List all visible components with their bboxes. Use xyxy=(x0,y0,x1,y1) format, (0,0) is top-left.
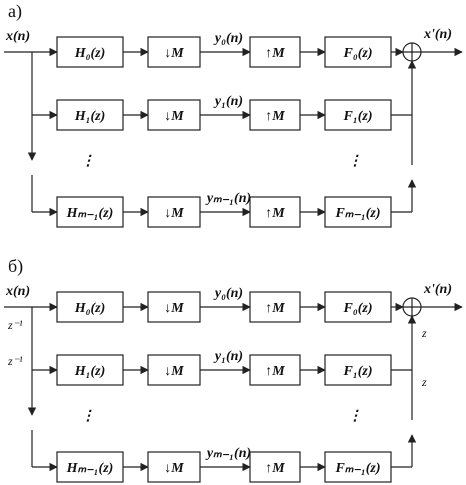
upsampler-block-label: ↑M xyxy=(265,301,285,316)
upsampler-block: ↑M xyxy=(249,196,301,228)
analysis-filter-block-label: H₀(z) xyxy=(74,301,106,316)
downsampler-block: ↓M xyxy=(147,196,201,228)
upsampler-block: ↑M xyxy=(249,99,301,131)
upsampler-block-frame xyxy=(249,99,301,131)
upsampler-block: ↑M xyxy=(249,291,301,323)
summing-junction xyxy=(402,42,422,62)
downsampler-block: ↓M xyxy=(147,451,201,483)
section-label: б) xyxy=(8,256,23,277)
delay-label-left: z⁻¹ xyxy=(7,354,23,368)
upsampler-block-label: ↑M xyxy=(265,206,285,221)
analysis-filter-block-frame xyxy=(56,196,124,228)
analysis-filter-block-label: H₀(z) xyxy=(74,46,106,61)
delay-label-right: z xyxy=(421,326,427,340)
subband-signal-label: yₘ₋₁(n) xyxy=(205,191,251,206)
ellipsis-synthesis: ⋮ xyxy=(348,154,362,169)
branch-1: H₁(z) ↓M y₁(n) ↑M F₁(z) xyxy=(32,349,412,386)
input-label: x(n) xyxy=(5,29,30,44)
section-label: а) xyxy=(8,1,22,22)
downsampler-block-frame xyxy=(147,99,201,131)
analysis-filter-block: H₀(z) xyxy=(56,36,124,68)
analysis-filter-block-label: H₁(z) xyxy=(74,364,106,379)
synthesis-filter-block-frame xyxy=(324,196,392,228)
section-a: а) x(n) ⋮ ⋮ H₀(z) ↓M y₀(n) ↑M F₀(z) H₁(z) ↓M y₁(n) ↑… xyxy=(4,1,463,228)
synthesis-filter-block: F₁(z) xyxy=(324,354,392,386)
downsampler-block-label: ↓M xyxy=(164,364,184,379)
synthesis-filter-block: Fₘ₋₁(z) xyxy=(324,451,392,483)
synthesis-filter-block-label: Fₘ₋₁(z) xyxy=(334,206,380,221)
downsampler-block-frame xyxy=(147,36,201,68)
downsampler-block-label: ↓M xyxy=(164,206,184,221)
subband-signal-label: y₀(n) xyxy=(213,31,243,46)
synthesis-filter-block: F₀(z) xyxy=(324,291,392,323)
synthesis-filter-block: Fₘ₋₁(z) xyxy=(324,196,392,228)
output-label: x'(n) xyxy=(423,282,452,297)
branch-2: Hₘ₋₁(z) ↓M yₘ₋₁(n) ↑M Fₘ₋₁(z) xyxy=(32,191,412,228)
branch-0: H₀(z) ↓M y₀(n) ↑M F₀(z) xyxy=(56,286,404,323)
synthesis-filter-block-frame xyxy=(324,36,392,68)
upsampler-block-label: ↑M xyxy=(265,364,285,379)
upsampler-block: ↑M xyxy=(249,354,301,386)
synthesis-filter-block-label: Fₘ₋₁(z) xyxy=(334,461,380,476)
synthesis-filter-block-label: F₀(z) xyxy=(343,46,373,61)
subband-signal-label: y₀(n) xyxy=(213,286,243,301)
upsampler-block-frame xyxy=(249,291,301,323)
synthesis-filter-block: F₀(z) xyxy=(324,36,392,68)
section-b: б) x(n) ⋮ ⋮ H₀(z) ↓M y₀(n) ↑M F₀(z) H₁(z) ↓M y₁(n) ↑… xyxy=(4,256,463,483)
downsampler-block: ↓M xyxy=(147,291,201,323)
input-label: x(n) xyxy=(5,284,30,299)
upsampler-block: ↑M xyxy=(249,36,301,68)
subband-signal-label: y₁(n) xyxy=(213,94,243,109)
upsampler-block-frame xyxy=(249,354,301,386)
analysis-filter-block: Hₘ₋₁(z) xyxy=(56,451,124,483)
synthesis-filter-block-frame xyxy=(324,354,392,386)
output-label: x'(n) xyxy=(423,27,452,42)
upsampler-block-label: ↑M xyxy=(265,109,285,124)
ellipsis-synthesis: ⋮ xyxy=(348,409,362,424)
upsampler-block-label: ↑M xyxy=(265,461,285,476)
upsampler-block-frame xyxy=(249,451,301,483)
upsampler-block: ↑M xyxy=(249,451,301,483)
branch-0: H₀(z) ↓M y₀(n) ↑M F₀(z) xyxy=(56,31,404,68)
ellipsis-analysis: ⋮ xyxy=(81,409,95,424)
delay-label-right: z xyxy=(421,375,427,389)
analysis-filter-block-frame xyxy=(56,291,124,323)
upsampler-block-label: ↑M xyxy=(265,46,285,61)
analysis-filter-block-frame xyxy=(56,354,124,386)
upsampler-block-frame xyxy=(249,36,301,68)
upsampler-block-frame xyxy=(249,196,301,228)
downsampler-block: ↓M xyxy=(147,99,201,131)
summing-junction xyxy=(402,297,422,317)
branch-2: Hₘ₋₁(z) ↓M yₘ₋₁(n) ↑M Fₘ₋₁(z) xyxy=(32,446,412,483)
downsampler-block-label: ↓M xyxy=(164,46,184,61)
downsampler-block: ↓M xyxy=(147,354,201,386)
downsampler-block-label: ↓M xyxy=(164,109,184,124)
analysis-filter-block-label: Hₘ₋₁(z) xyxy=(66,206,114,221)
analysis-filter-block: Hₘ₋₁(z) xyxy=(56,196,124,228)
downsampler-block-frame xyxy=(147,196,201,228)
analysis-filter-block: H₀(z) xyxy=(56,291,124,323)
branch-1: H₁(z) ↓M y₁(n) ↑M F₁(z) xyxy=(32,94,412,131)
synthesis-filter-block-label: F₁(z) xyxy=(343,364,373,379)
analysis-filter-block-frame xyxy=(56,36,124,68)
analysis-filter-block-label: Hₘ₋₁(z) xyxy=(66,461,114,476)
analysis-filter-block: H₁(z) xyxy=(56,354,124,386)
synthesis-filter-block-frame xyxy=(324,451,392,483)
subband-signal-label: yₘ₋₁(n) xyxy=(205,446,251,461)
ellipsis-analysis: ⋮ xyxy=(81,154,95,169)
analysis-filter-block: H₁(z) xyxy=(56,99,124,131)
synthesis-filter-block-label: F₀(z) xyxy=(343,301,373,316)
downsampler-block: ↓M xyxy=(147,36,201,68)
subband-signal-label: y₁(n) xyxy=(213,349,243,364)
synthesis-filter-block-label: F₁(z) xyxy=(343,109,373,124)
analysis-filter-block-label: H₁(z) xyxy=(74,109,106,124)
synthesis-filter-block: F₁(z) xyxy=(324,99,392,131)
downsampler-block-label: ↓M xyxy=(164,301,184,316)
delay-label-left: z⁻¹ xyxy=(7,318,23,332)
downsampler-block-label: ↓M xyxy=(164,461,184,476)
